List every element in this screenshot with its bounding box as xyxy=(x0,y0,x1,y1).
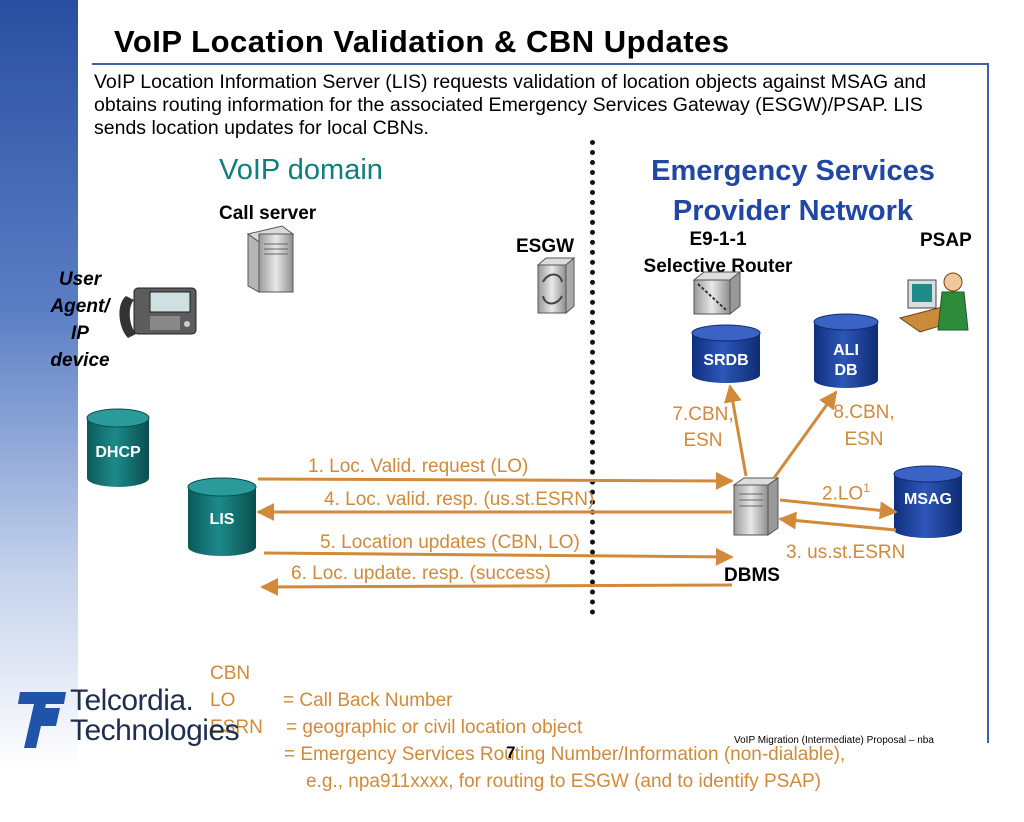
legend-term: LO xyxy=(210,690,236,711)
slide-title: VoIP Location Validation & CBN Updates xyxy=(114,24,730,59)
arrow-msg-6 xyxy=(260,577,733,596)
logo-line1: Telcordia. xyxy=(70,684,194,717)
lis-label: LIS xyxy=(209,511,235,528)
ua-line2: Agent/ xyxy=(50,296,110,317)
call-server-label: Call server xyxy=(219,203,317,224)
msg-8-line1: 8.CBN, xyxy=(833,402,895,423)
footer-note: VoIP Migration (Intermediate) Proposal –… xyxy=(734,735,934,746)
msg-7-line1: 7.CBN, xyxy=(672,404,734,425)
msg-8-label: 8.CBN, ESN xyxy=(826,399,902,453)
router-label-line1: E9-1-1 xyxy=(689,229,747,250)
dbms-server-icon xyxy=(732,477,780,536)
esp-network-heading: Emergency Services Provider Network xyxy=(603,151,983,231)
legend-term: CBN xyxy=(210,663,251,684)
side-gradient-bar xyxy=(0,0,78,768)
legend-def: = geographic or civil location object xyxy=(286,717,583,738)
router-label-line2: Selective Router xyxy=(643,256,793,277)
arrow-msg-2 xyxy=(779,498,898,520)
legend-def: e.g., npa911xxxx, for routing to ESGW (a… xyxy=(306,771,822,792)
intro-text: VoIP Location Information Server (LIS) r… xyxy=(94,71,927,139)
diagram-canvas xyxy=(18,225,969,748)
ali-database xyxy=(813,313,879,388)
msg-2-sup: 1 xyxy=(863,481,870,495)
srdb-database xyxy=(691,324,761,383)
esp-heading-line1: Emergency Services xyxy=(651,155,935,187)
ua-line1: User xyxy=(58,269,102,290)
logo-line2: Technologies xyxy=(70,714,240,747)
srdb-label: SRDB xyxy=(703,352,749,369)
msag-label: MSAG xyxy=(904,491,952,508)
msg-7-line2: ESN xyxy=(683,430,723,451)
ua-line4: device xyxy=(50,350,110,371)
arrow-msg-8 xyxy=(772,390,838,479)
esgw-gateway-icon xyxy=(536,256,576,315)
title-rule xyxy=(92,63,988,65)
msg-5-label: 5. Location updates (CBN, LO) xyxy=(320,532,580,553)
psap-operator-icon xyxy=(898,272,969,333)
legend-row: ESRN = Emergency Services Routing Number… xyxy=(210,687,845,765)
msg-2-text: 2.LO xyxy=(822,483,864,505)
ali-label-line2: DB xyxy=(834,362,858,379)
right-rule xyxy=(987,63,989,743)
msg-7-label: 7.CBN, ESN xyxy=(666,402,740,454)
msg-2-label: 2.LO1 xyxy=(822,481,870,505)
dhcp-label: DHCP xyxy=(95,444,141,461)
ali-label-line1: ALI xyxy=(833,342,859,359)
arrow-msg-3 xyxy=(778,511,897,532)
user-agent-label: User Agent/ IP device xyxy=(40,266,120,374)
arrow-msg-7 xyxy=(723,384,748,477)
page-number: 7 xyxy=(506,743,516,762)
msg-4-label: 4. Loc. valid. resp. (us.st.ESRN) xyxy=(324,489,595,510)
voip-domain-heading: VoIP domain xyxy=(219,154,383,186)
selective-router-label: E9-1-1 Selective Router xyxy=(630,226,806,280)
psap-label: PSAP xyxy=(920,230,972,251)
arrow-msg-1 xyxy=(257,471,734,490)
legend-row: CBN = Call Back Number xyxy=(210,633,452,711)
msag-database xyxy=(893,465,963,538)
arrow-msg-5 xyxy=(263,547,734,566)
lis-database xyxy=(187,477,257,556)
telcordia-logo-mark xyxy=(18,692,66,748)
selective-router-icon xyxy=(692,270,742,316)
msg-6-label: 6. Loc. update. resp. (success) xyxy=(291,563,551,584)
dbms-label: DBMS xyxy=(724,565,780,586)
call-server-icon xyxy=(246,225,295,293)
msg-8-line2: ESN xyxy=(844,429,884,450)
esgw-label: ESGW xyxy=(516,236,575,257)
telcordia-logo-text: Telcordia. Technologies xyxy=(70,684,240,747)
ua-line3: IP xyxy=(71,323,89,344)
ali-db-label: ALI DB xyxy=(814,341,878,381)
domain-divider xyxy=(590,140,595,615)
ip-phone-icon xyxy=(119,287,197,338)
msg-1-label: 1. Loc. Valid. request (LO) xyxy=(308,456,529,477)
legend-def: = Call Back Number xyxy=(283,690,453,711)
esp-heading-line2: Provider Network xyxy=(672,195,914,227)
msg-3-label: 3. us.st.ESRN xyxy=(786,542,906,563)
legend-term: ESRN xyxy=(210,717,263,738)
dhcp-database xyxy=(86,408,150,487)
legend-row: LO = geographic or civil location object xyxy=(210,660,582,738)
legend-def: = Emergency Services Routing Number/Info… xyxy=(284,744,846,765)
